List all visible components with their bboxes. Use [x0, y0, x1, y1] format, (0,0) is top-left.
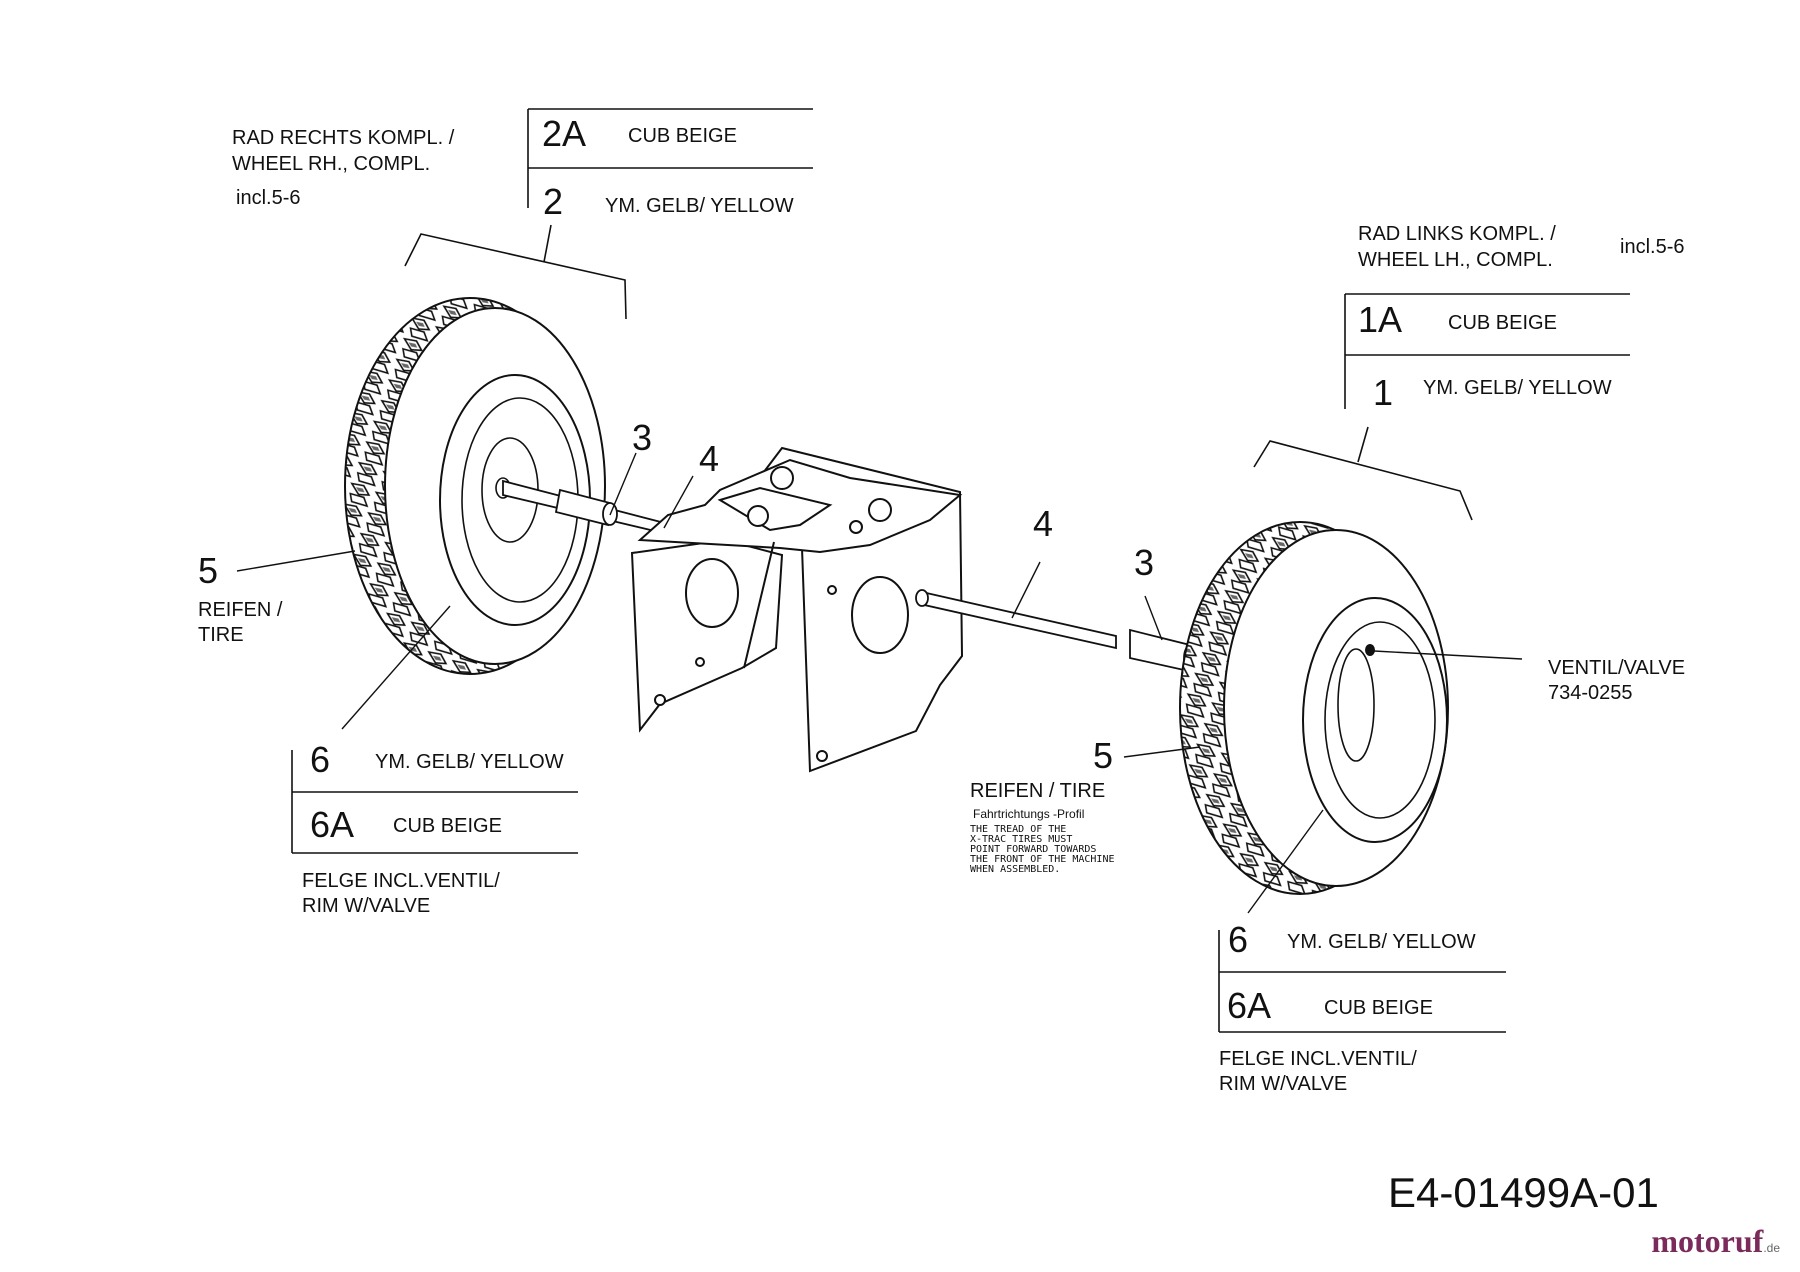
- tire-left-label-2: TIRE: [198, 624, 244, 646]
- axle-right-callout: 4: [1033, 503, 1054, 544]
- logo-suffix: .de: [1763, 1241, 1780, 1255]
- lh-variant-num-0: 1A: [1358, 299, 1403, 340]
- rh-wheel-incl: incl.5-6: [236, 187, 301, 209]
- rim-left-variant-label-1: CUB BEIGE: [393, 815, 502, 837]
- spacer-right-callout: 3: [1134, 542, 1155, 583]
- right-wheel: [1179, 521, 1449, 895]
- logo-text: motoruf: [1651, 1223, 1764, 1259]
- tire-left-callout: 5: [198, 550, 219, 591]
- spacer-left-callout: 3: [632, 417, 653, 458]
- rim-left-variant-num-1: 6A: [310, 804, 355, 845]
- rim-right-variant-num-1: 6A: [1227, 985, 1272, 1026]
- tire-right-label: REIFEN / TIRE: [970, 780, 1106, 802]
- rh-wheel-bracket: [404, 224, 627, 320]
- rh-variant-label-1: YM. GELB/ YELLOW: [605, 195, 794, 217]
- rh-wheel-title-1: RAD RECHTS KOMPL. /: [232, 127, 455, 149]
- drawing-number: E4-01499A-01: [1388, 1169, 1659, 1216]
- variant-tables: [291, 108, 1630, 1033]
- axle-housing-frame: [630, 446, 964, 773]
- valve-label-2: 734-0255: [1548, 682, 1633, 704]
- rim-right-variant-label-1: CUB BEIGE: [1324, 997, 1433, 1019]
- tire-left-label-1: REIFEN /: [198, 599, 283, 621]
- lh-variant-label-0: CUB BEIGE: [1448, 312, 1557, 334]
- lh-variant-num-1: 1: [1373, 372, 1394, 413]
- right-axle-assembly: [915, 589, 1201, 674]
- lh-wheel-bracket: [1253, 426, 1473, 521]
- leader-lines: [236, 452, 1523, 914]
- lh-wheel-title-2: WHEEL LH., COMPL.: [1358, 249, 1553, 271]
- tread-note: THE TREAD OF THE X-TRAC TIRES MUST POINT…: [970, 824, 1115, 875]
- lh-variant-label-1: YM. GELB/ YELLOW: [1423, 377, 1612, 399]
- tread-note-title: Fahrtrichtungs -Profil: [973, 807, 1085, 821]
- rh-wheel-title-2: WHEEL RH., COMPL.: [232, 153, 431, 175]
- rim-left-variant-num-0: 6: [310, 739, 331, 780]
- rim-right-variant-num-0: 6: [1228, 919, 1249, 960]
- rh-variant-num-1: 2: [543, 181, 564, 222]
- axle-left-callout: 4: [699, 438, 720, 479]
- lh-wheel-title-1: RAD LINKS KOMPL. /: [1358, 223, 1556, 245]
- rh-variant-label-0: CUB BEIGE: [628, 125, 737, 147]
- valve-label-1: VENTIL/VALVE: [1548, 657, 1686, 679]
- rh-variant-num-0: 2A: [542, 113, 587, 154]
- lh-wheel-incl: incl.5-6: [1620, 236, 1685, 258]
- tire-right-callout: 5: [1093, 735, 1114, 776]
- rim-left-variant-label-0: YM. GELB/ YELLOW: [375, 751, 564, 773]
- rim-left-label-1: FELGE INCL.VENTIL/: [302, 870, 500, 892]
- rim-right-label-1: FELGE INCL.VENTIL/: [1219, 1048, 1417, 1070]
- motoruf-logo[interactable]: motoruf.de: [1651, 1223, 1780, 1260]
- rim-left-label-2: RIM W/VALVE: [302, 895, 431, 917]
- rim-right-variant-label-0: YM. GELB/ YELLOW: [1287, 931, 1476, 953]
- left-wheel: [344, 297, 606, 675]
- rim-right-label-2: RIM W/VALVE: [1219, 1073, 1348, 1095]
